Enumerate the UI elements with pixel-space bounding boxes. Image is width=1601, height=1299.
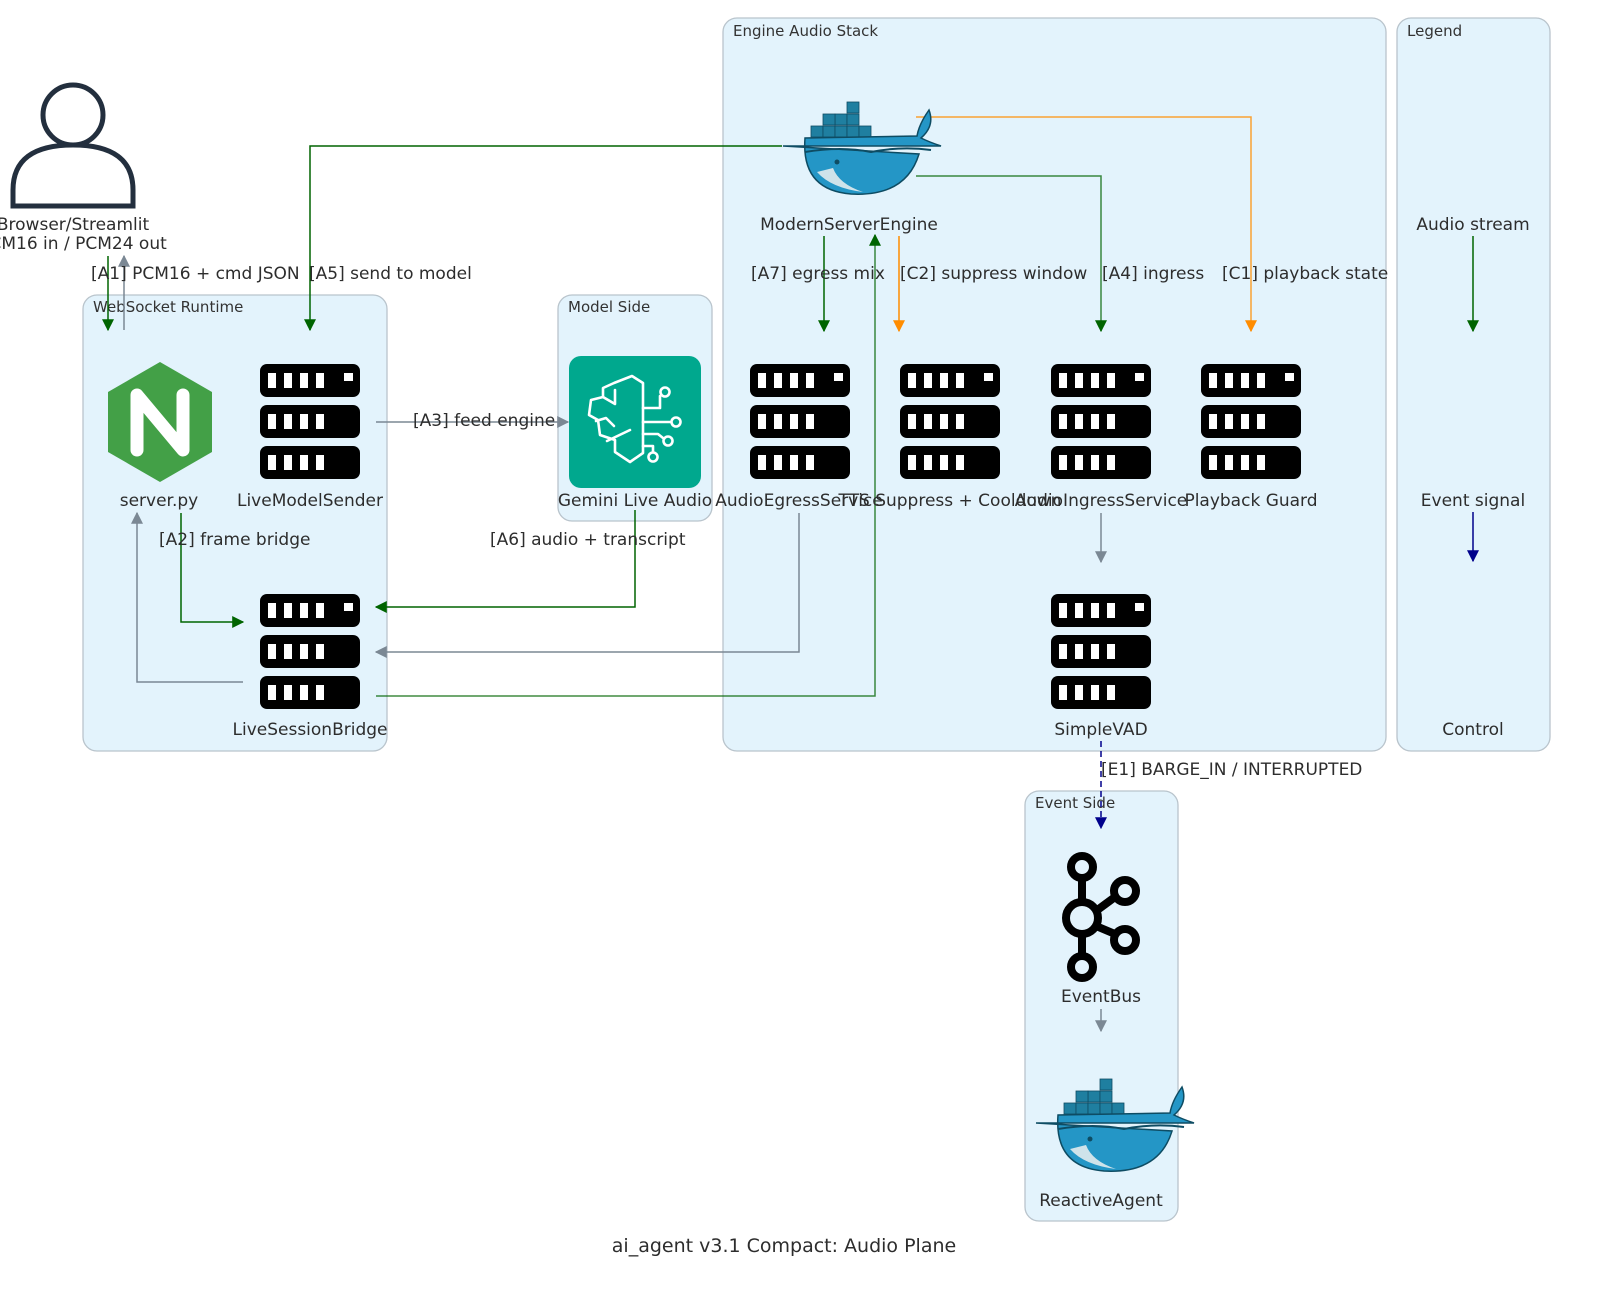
node-label: server.py xyxy=(120,491,199,511)
server-icon xyxy=(900,364,1000,479)
node-live-session-bridge[interactable]: LiveSessionBridge xyxy=(233,594,388,740)
node-gemini-live-audio[interactable]: Gemini Live Audio xyxy=(558,356,712,511)
edge-label-a7: [A7] egress mix xyxy=(751,264,885,284)
edge-label-a5: [A5] send to model xyxy=(309,264,472,284)
edge-label-a2: [A2] frame bridge xyxy=(159,530,310,550)
node-live-model-sender[interactable]: LiveModelSender xyxy=(237,364,383,511)
node-label: LiveModelSender xyxy=(237,491,383,511)
edge-bridge-to-engine[interactable] xyxy=(376,233,881,697)
ai-brain-icon xyxy=(569,356,701,488)
diagram-title: ai_agent v3.1 Compact: Audio Plane xyxy=(612,1235,956,1257)
edge-label-e1: [E1] BARGE_IN / INTERRUPTED xyxy=(1101,760,1362,780)
edge-a5[interactable] xyxy=(304,145,782,332)
server-icon xyxy=(260,364,360,479)
node-label: LiveSessionBridge xyxy=(233,720,388,740)
edge-bridge-to-server[interactable] xyxy=(131,511,243,683)
cluster-label: Model Side xyxy=(568,298,650,316)
server-icon xyxy=(1051,364,1151,479)
edge-label-a6: [A6] audio + transcript xyxy=(490,530,686,550)
cluster-label: WebSocket Runtime xyxy=(93,298,243,316)
edge-a4[interactable] xyxy=(916,175,1107,333)
node-label: AudioEgressService xyxy=(715,491,882,511)
node-sublabel: PCM16 in / PCM24 out xyxy=(0,234,167,254)
edges xyxy=(102,116,1479,1033)
node-browser[interactable]: Browser/Streamlit PCM16 in / PCM24 out xyxy=(0,82,167,254)
cluster-legend: Legend xyxy=(1396,17,1551,752)
node-simple-vad[interactable]: SimpleVAD xyxy=(1051,594,1151,740)
cluster-label: Engine Audio Stack xyxy=(733,22,878,40)
server-icon xyxy=(260,594,360,709)
edge-label-c2: [C2] suppress window xyxy=(900,264,1087,284)
server-icon xyxy=(1051,594,1151,709)
cluster-label: Legend xyxy=(1407,22,1462,40)
legend-control: Control xyxy=(1442,720,1503,740)
server-icon xyxy=(1201,364,1301,479)
user-icon xyxy=(10,82,136,209)
cluster-label: Event Side xyxy=(1035,794,1115,812)
nginx-icon xyxy=(108,362,212,482)
edge-labels: [A1] PCM16 + cmd JSON [A5] send to model… xyxy=(91,264,1388,780)
edge-label-c1: [C1] playback state xyxy=(1222,264,1388,284)
edge-label-a4: [A4] ingress xyxy=(1102,264,1204,284)
node-label: Browser/Streamlit xyxy=(0,215,149,235)
node-server-py[interactable]: server.py xyxy=(108,362,212,511)
edge-c1[interactable] xyxy=(916,116,1257,333)
node-event-bus[interactable]: EventBus xyxy=(1061,852,1141,1007)
node-label: TTS Suppress + Cooldown xyxy=(838,491,1062,511)
node-label: ReactiveAgent xyxy=(1039,1191,1163,1211)
kafka-icon xyxy=(1062,852,1140,982)
server-icon xyxy=(750,364,850,479)
edge-label-a1: [A1] PCM16 + cmd JSON xyxy=(91,264,300,284)
legend-event-signal: Event signal xyxy=(1421,491,1525,511)
node-label: ModernServerEngine xyxy=(760,215,938,235)
node-audio-egress-service[interactable]: AudioEgressService xyxy=(715,364,883,511)
edge-a2[interactable] xyxy=(180,513,245,628)
node-reactive-agent[interactable]: ReactiveAgent xyxy=(1035,1078,1195,1211)
node-label: Gemini Live Audio xyxy=(558,491,712,511)
node-label: Playback Guard xyxy=(1184,491,1317,511)
node-label: AudioIngressService xyxy=(1015,491,1188,511)
node-audio-ingress-service[interactable]: AudioIngressService xyxy=(1015,364,1188,511)
edge-label-a3: [A3] feed engine xyxy=(413,411,555,431)
edge-a6[interactable] xyxy=(374,510,636,613)
legend-audio-stream: Audio stream xyxy=(1416,215,1529,235)
node-label: SimpleVAD xyxy=(1054,720,1147,740)
node-tts-suppress-cooldown[interactable]: TTS Suppress + Cooldown xyxy=(838,364,1062,511)
node-label: EventBus xyxy=(1061,987,1141,1007)
node-playback-guard[interactable]: Playback Guard xyxy=(1184,364,1318,511)
edge-egress-to-bridge[interactable] xyxy=(374,513,800,658)
legend-entries: Audio stream Event signal Control xyxy=(1416,215,1529,740)
node-modern-server-engine[interactable]: ModernServerEngine xyxy=(760,101,942,235)
